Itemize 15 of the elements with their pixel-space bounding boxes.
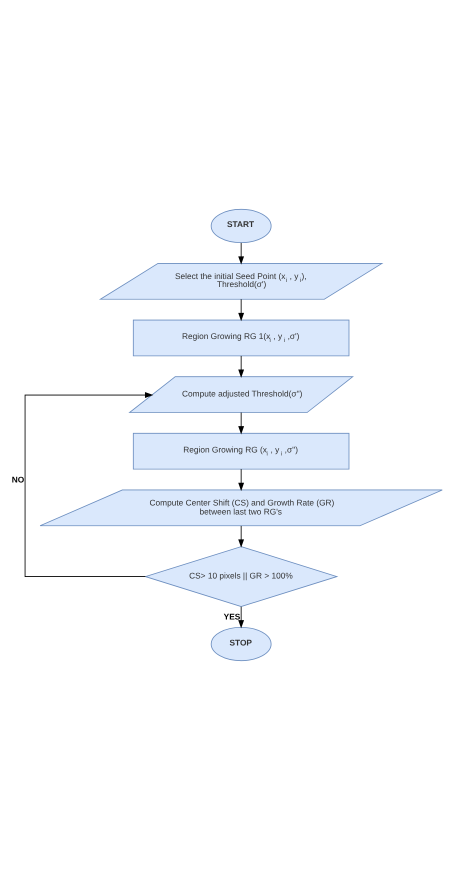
arrow [238, 412, 244, 434]
arrow [238, 242, 244, 264]
arrow [24, 392, 154, 576]
node-diamond: CS> 10 pixels || GR > 100% [144, 546, 338, 606]
arrow [238, 606, 244, 628]
edge-label: YES [224, 610, 240, 621]
node-ellipse: START [210, 208, 272, 243]
arrow [238, 525, 244, 548]
node-ellipse: STOP [210, 626, 272, 661]
arrow [238, 355, 244, 378]
node-box: Region Growing RG 1(x$_{i}$ , y$_{i}$ ,σ') [132, 319, 350, 356]
edge-label: NO [12, 474, 24, 484]
arrow [238, 468, 244, 491]
arrow [238, 298, 244, 321]
node-box: Region Growing RG (x$_{i}$ , y$_{i}$ ,σ'') [132, 432, 350, 470]
